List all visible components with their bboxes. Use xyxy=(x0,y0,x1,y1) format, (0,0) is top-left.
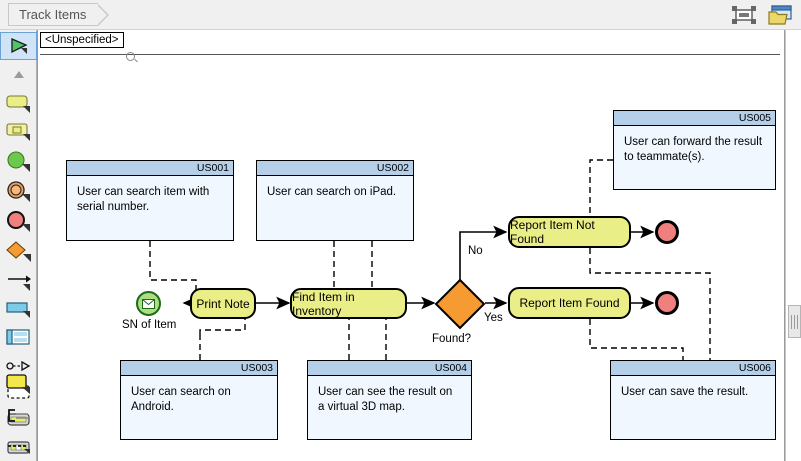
user-story-text: User can search on iPad. xyxy=(267,186,397,198)
activity-print-note[interactable]: Print Note xyxy=(190,288,256,319)
user-story-US001[interactable]: US001 User can search item with serial n… xyxy=(66,160,234,241)
user-story-text: User can see the result on a virtual 3D … xyxy=(318,386,453,413)
fit-to-screen-icon[interactable] xyxy=(731,4,757,26)
toolbar-actions xyxy=(731,4,793,26)
note-shape-tool[interactable] xyxy=(0,90,37,118)
envelope-icon xyxy=(142,298,155,309)
user-story-code: US003 xyxy=(121,361,277,376)
activity-label: Report Item Not Found xyxy=(510,218,595,246)
canvas-edge-divider xyxy=(784,30,785,461)
diagram-name-field[interactable]: <Unspecified> xyxy=(40,32,124,48)
user-story-US005[interactable]: US005 User can forward the result to tea… xyxy=(613,110,776,190)
diagram-canvas[interactable]: <Unspecified> xyxy=(37,30,801,461)
title-divider xyxy=(40,54,780,55)
breadcrumb-label: Track Items xyxy=(19,7,87,22)
user-story-code: US001 xyxy=(67,161,233,176)
gateway-label: Found? xyxy=(432,333,472,345)
dashed-connector-tool[interactable] xyxy=(0,434,37,461)
grip-line xyxy=(797,314,798,329)
start-event-label: SN of Item xyxy=(122,319,177,331)
gateway-found[interactable] xyxy=(434,278,486,330)
user-story-text: User can search on Android. xyxy=(131,386,231,413)
pointer-tool[interactable] xyxy=(0,32,37,60)
activity-report-not-found[interactable]: Report Item Not Found xyxy=(508,216,631,248)
sub-process-tool[interactable] xyxy=(0,434,37,461)
activity-label: Report Item Found xyxy=(519,296,620,310)
end-event-found[interactable] xyxy=(655,291,679,315)
end-event-tool[interactable] xyxy=(0,208,37,236)
text-annotation-tool[interactable] xyxy=(0,402,37,430)
palette-lower-group xyxy=(0,30,37,461)
user-story-text: User can search item with serial number. xyxy=(77,186,210,213)
user-story-code: US005 xyxy=(614,111,775,126)
breadcrumb-chevron-icon xyxy=(97,3,110,26)
user-story-US006[interactable]: US006 User can save the result. xyxy=(610,360,776,440)
lane-tool[interactable] xyxy=(0,324,37,352)
user-story-code: US004 xyxy=(308,361,471,376)
open-folder-icon[interactable] xyxy=(767,4,793,26)
flow-label-no: No xyxy=(468,245,483,257)
grip-line xyxy=(791,314,792,329)
gateway-tool[interactable] xyxy=(0,238,37,266)
breadcrumb-item-track-items[interactable]: Track Items xyxy=(8,3,99,26)
activity-tool[interactable] xyxy=(0,370,37,398)
activity-find-item[interactable]: Find Item in Inventory xyxy=(290,288,407,319)
flow-label-yes: Yes xyxy=(484,312,503,324)
top-toolbar: Track Items xyxy=(0,0,801,30)
pool-tool[interactable] xyxy=(0,296,37,324)
user-story-code: US006 xyxy=(611,361,775,376)
activity-label: Find Item in Inventory xyxy=(292,289,355,318)
grip-line xyxy=(794,314,795,329)
data-association-tool[interactable] xyxy=(0,352,37,380)
start-event[interactable] xyxy=(136,291,161,316)
shape-palette xyxy=(0,30,37,461)
user-story-US003[interactable]: US003 User can search on Android. xyxy=(120,360,278,440)
activity-label: Print Note xyxy=(196,296,250,311)
vertical-scrollbar-thumb[interactable] xyxy=(788,305,801,338)
user-story-text: User can save the result. xyxy=(621,386,749,398)
framed-note-tool[interactable] xyxy=(0,118,37,146)
end-event-not-found[interactable] xyxy=(655,220,679,244)
scroll-up-arrow[interactable] xyxy=(0,60,37,88)
start-event-tool[interactable] xyxy=(0,148,37,176)
user-story-text: User can forward the result to teammate(… xyxy=(624,136,763,163)
user-story-US002[interactable]: US002 User can search on iPad. xyxy=(256,160,414,241)
user-story-code: US002 xyxy=(257,161,413,176)
activity-report-found[interactable]: Report Item Found xyxy=(508,287,631,319)
magnifier-icon[interactable] xyxy=(126,52,135,61)
vertical-scrollbar[interactable] xyxy=(785,30,801,461)
breadcrumb[interactable]: Track Items xyxy=(8,3,110,26)
sequence-flow-tool[interactable] xyxy=(0,268,37,296)
intermediate-event-tool[interactable] xyxy=(0,178,37,206)
user-story-US004[interactable]: US004 User can see the result on a virtu… xyxy=(307,360,472,440)
